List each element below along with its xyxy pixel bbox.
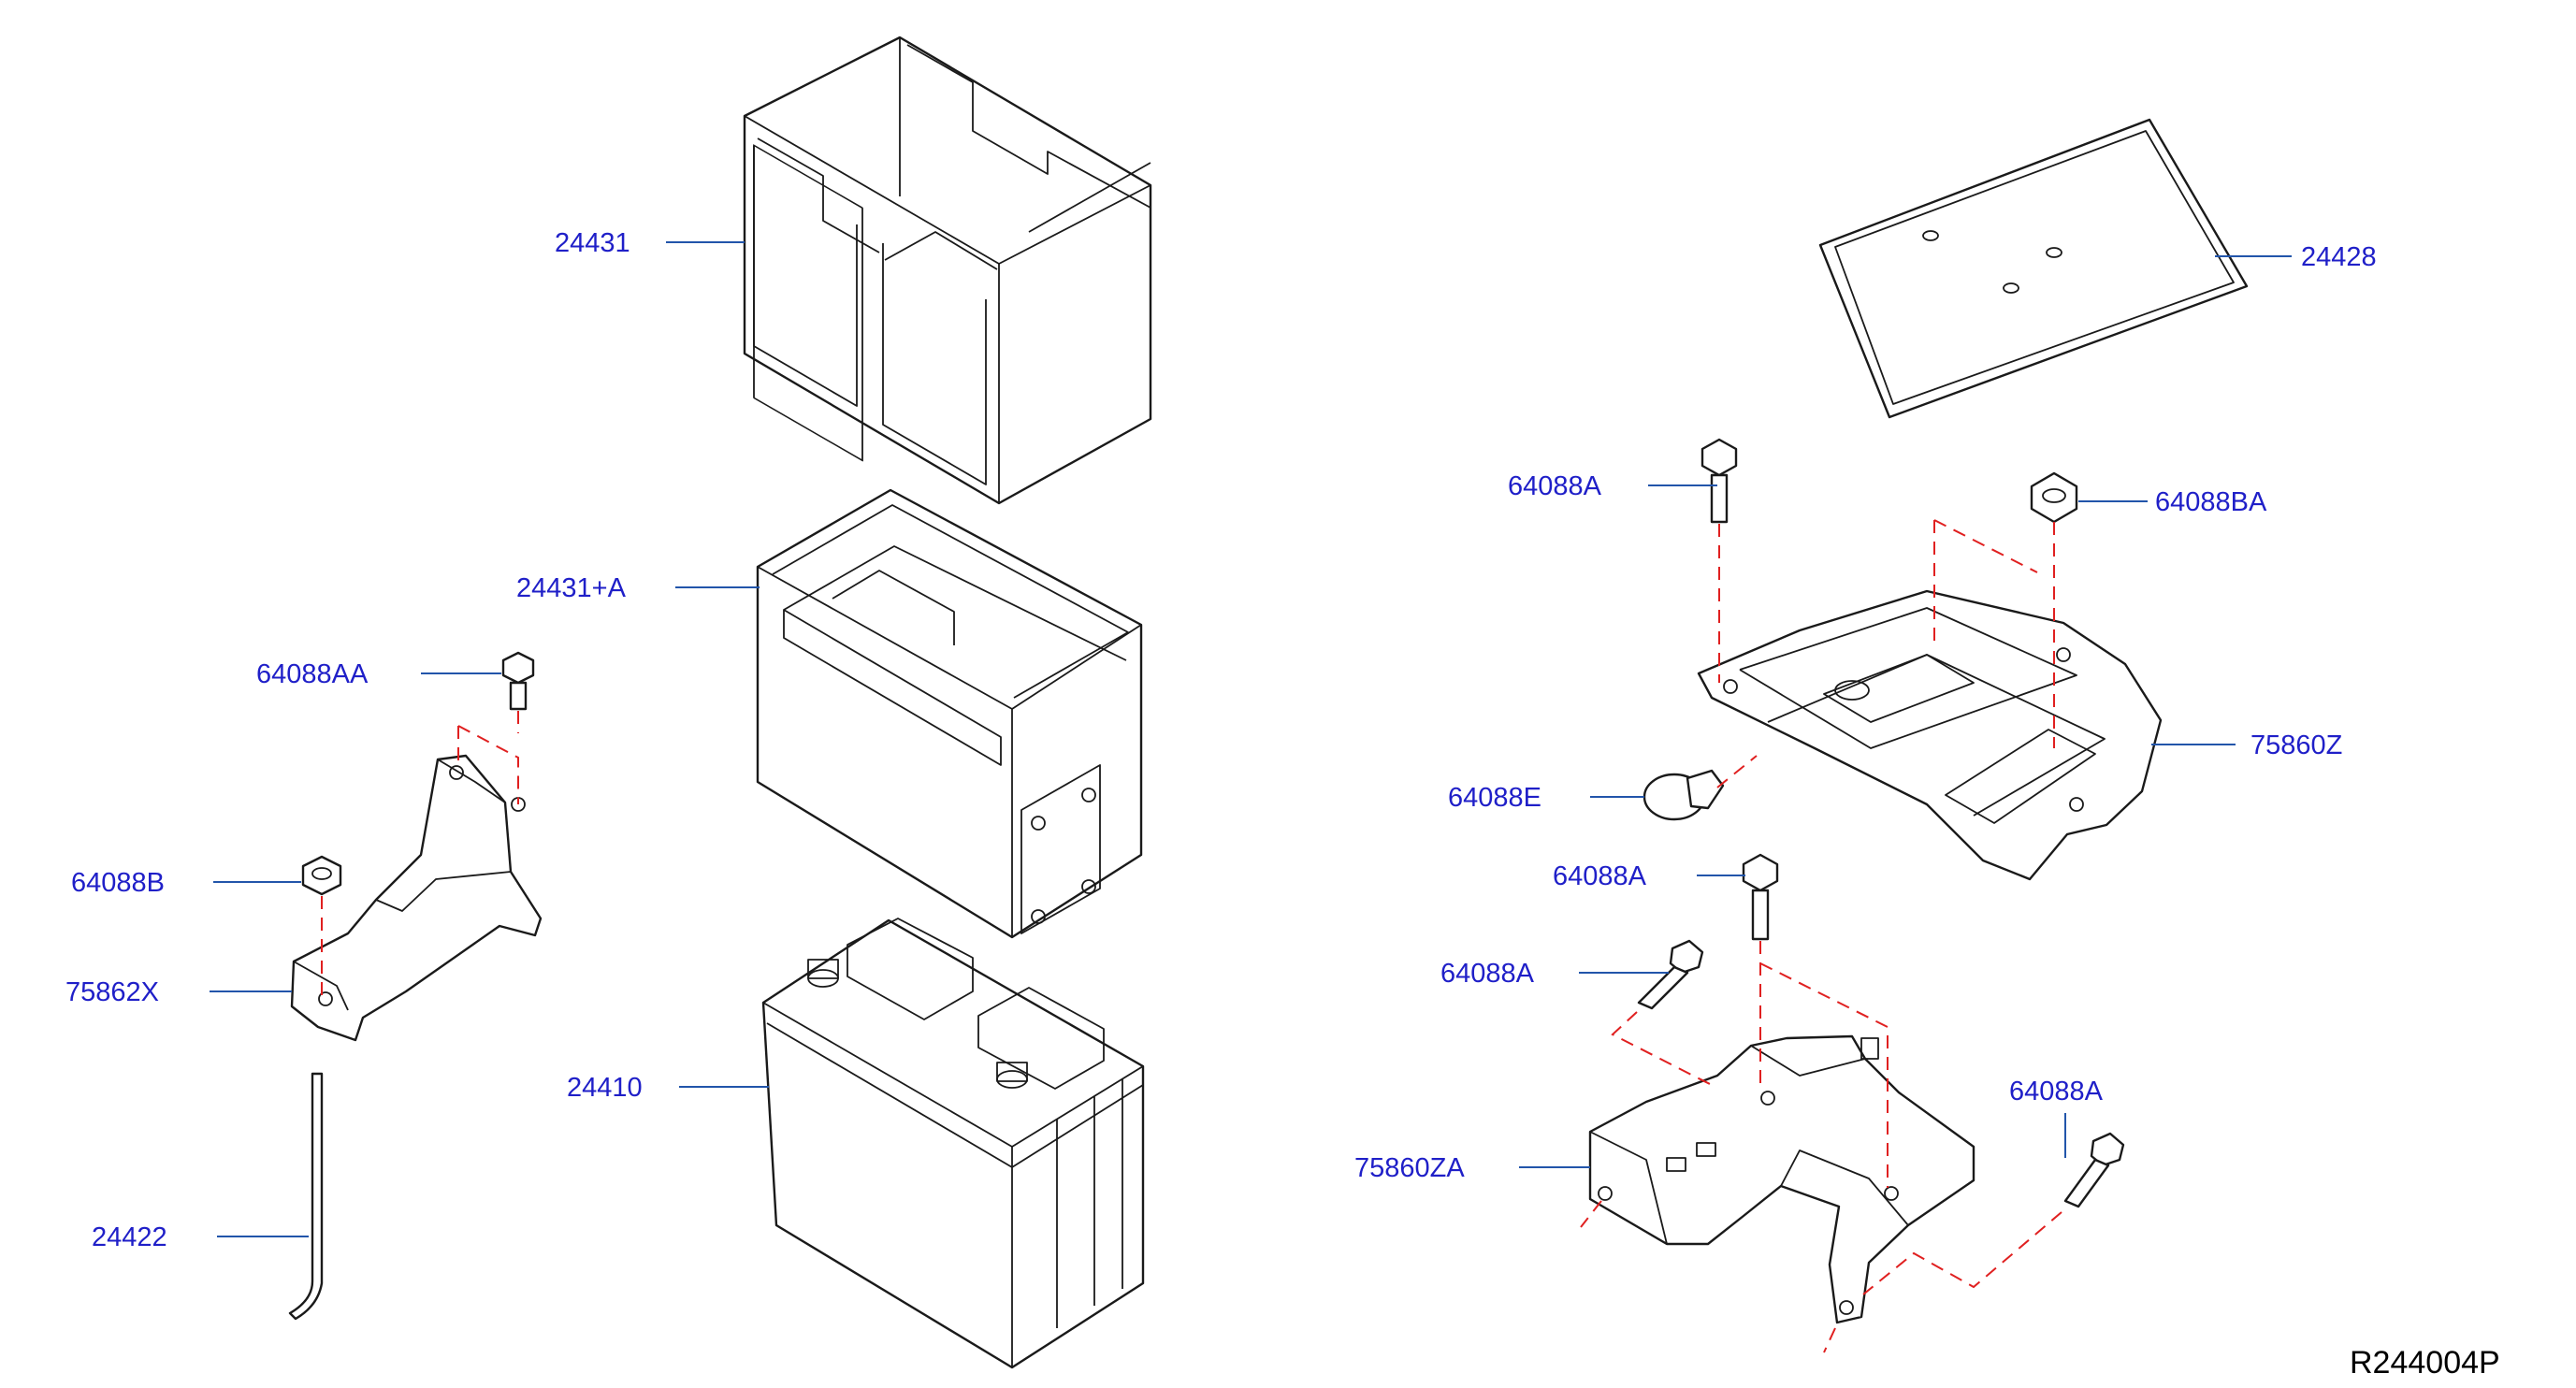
label-64088a-top: 64088A	[1508, 471, 1602, 501]
part-64088a-left-bolt	[1637, 939, 1704, 1010]
part-24422-rod	[288, 1072, 324, 1321]
label-64088a-mid: 64088A	[1553, 861, 1647, 891]
part-75862x-bracket	[290, 754, 543, 1042]
part-24410-battery	[761, 918, 1145, 1369]
part-64088a-top-bolt	[1700, 438, 1738, 524]
part-75860z-battery-tray	[1697, 589, 2163, 881]
part-64088a-right-bolt	[2063, 1132, 2125, 1208]
part-64088aa-bolt	[501, 651, 535, 711]
part-64088e-clip	[1643, 769, 1725, 821]
part-labels: 24431 24431+A 24410 24422 64088AA 64088B…	[65, 228, 2500, 1381]
label-64088a-left: 64088A	[1440, 959, 1535, 989]
part-64088a-mid-bolt	[1742, 853, 1779, 941]
part-64088ba-nut	[2030, 471, 2078, 524]
mounting-lines	[321, 519, 2062, 1353]
label-24431a: 24431+A	[516, 573, 627, 603]
label-64088aa: 64088AA	[256, 659, 369, 689]
label-64088ba: 64088BA	[2155, 487, 2267, 517]
label-24410: 24410	[567, 1073, 643, 1103]
part-24428-tray-pad	[1818, 118, 2249, 419]
part-75860za-bracket	[1588, 1034, 1975, 1324]
label-64088a-right: 64088A	[2009, 1077, 2104, 1106]
label-64088b: 64088B	[71, 868, 165, 898]
label-24431: 24431	[555, 228, 630, 258]
label-64088e: 64088E	[1448, 783, 1541, 813]
label-75860za: 75860ZA	[1354, 1153, 1465, 1183]
diagram-code: R244004P	[2350, 1345, 2500, 1381]
label-75862x: 75862X	[65, 977, 159, 1007]
part-64088b-nut	[301, 855, 342, 896]
part-24431-battery-cover	[743, 36, 1152, 505]
leader-lines	[210, 241, 2292, 1237]
label-24422: 24422	[92, 1222, 167, 1252]
part-24431a-battery-sleeve	[756, 488, 1143, 939]
label-24428: 24428	[2301, 242, 2377, 272]
label-75860z: 75860Z	[2250, 730, 2342, 760]
